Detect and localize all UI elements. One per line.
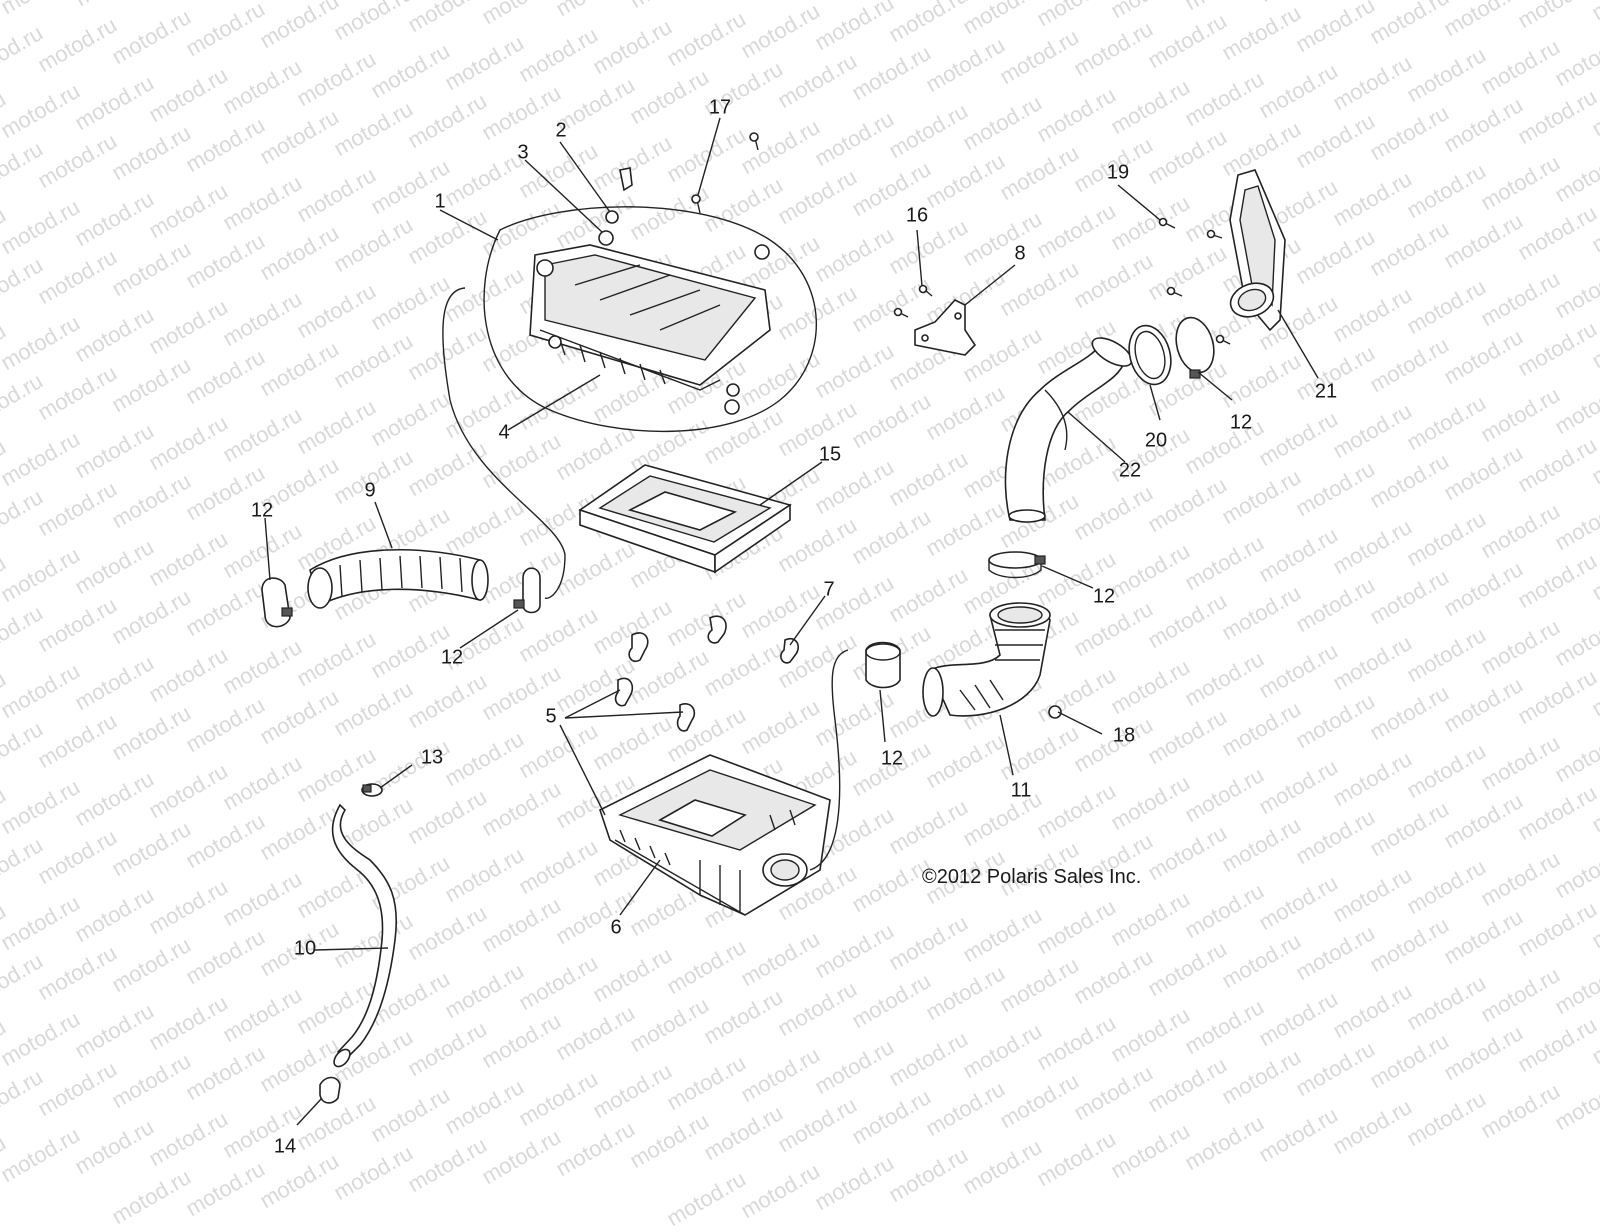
- ring-20: [1128, 324, 1172, 386]
- callout-15: 15: [818, 443, 842, 466]
- callout-7: 7: [823, 578, 835, 601]
- clamp-mid: [513, 567, 541, 614]
- callout-22: 22: [1118, 459, 1142, 482]
- grommet-2: [605, 210, 619, 224]
- callout-12-upper: 12: [1229, 411, 1253, 434]
- screw-17: [691, 132, 759, 214]
- callout-2: 2: [555, 119, 567, 142]
- clamp-14: [319, 1076, 341, 1104]
- bracket-8: [914, 299, 977, 356]
- callout-9: 9: [364, 479, 376, 502]
- screws-19: [1158, 217, 1231, 345]
- callout-16: 16: [905, 204, 929, 227]
- clamp-elbow: [865, 641, 901, 689]
- screw-16: [893, 284, 933, 318]
- callout-11: 11: [1010, 779, 1032, 802]
- callout-3: 3: [517, 141, 529, 164]
- callout-12-lower: 12: [1092, 585, 1116, 608]
- fitting-18: [1048, 705, 1062, 719]
- elbow-duct: [922, 602, 1051, 717]
- parts-drawing: [261, 117, 1319, 1126]
- callout-12-left: 12: [250, 499, 274, 522]
- clips: [614, 615, 800, 732]
- callout-19: 19: [1106, 161, 1130, 184]
- callout-17: 17: [708, 96, 732, 119]
- air-filter: [578, 464, 792, 574]
- callout-20: 20: [1144, 429, 1168, 452]
- callout-10: 10: [293, 937, 317, 960]
- callout-8: 8: [1014, 242, 1026, 265]
- routing-line: [442, 287, 566, 599]
- leader-lines: [264, 117, 1319, 1126]
- copyright-notice: ©2012 Polaris Sales Inc.: [922, 866, 1142, 888]
- callout-21: 21: [1314, 380, 1338, 403]
- callout-6: 6: [610, 916, 622, 939]
- callout-13: 13: [420, 746, 444, 769]
- clamp-13: [361, 783, 383, 797]
- cover-assembly-outline: [483, 206, 818, 433]
- callout-1: 1: [434, 190, 446, 213]
- callout-14: 14: [273, 1135, 297, 1158]
- clamp-left: [261, 577, 293, 628]
- clamp-lower: [988, 551, 1046, 579]
- breather-hose: [331, 803, 398, 1068]
- clamp-upper: [1175, 316, 1215, 379]
- intake-duct: [307, 548, 489, 609]
- intake-plenum: [1229, 169, 1286, 332]
- grommet-3: [598, 230, 614, 246]
- airbox-base: [599, 754, 831, 916]
- curved-tube: [1004, 337, 1133, 523]
- callout-12-mid: 12: [440, 646, 464, 669]
- callout-5: 5: [545, 705, 557, 728]
- airbox-cover: [529, 244, 771, 391]
- callout-18: 18: [1112, 724, 1136, 747]
- callout-4: 4: [498, 421, 510, 444]
- clip-part: [619, 167, 633, 192]
- callout-12-elbow: 12: [880, 747, 904, 770]
